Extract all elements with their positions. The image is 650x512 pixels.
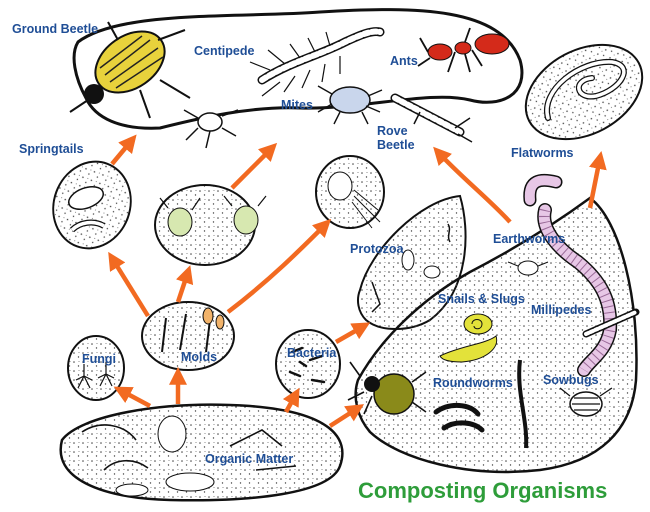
diagram-title: Composting Organisms (358, 478, 608, 503)
arrow-earthworm-to-rove (433, 146, 512, 224)
arrow-organic-to-bacteria (282, 387, 300, 414)
snail-icon (463, 313, 493, 335)
mite-icon (317, 85, 383, 125)
arrow-earthworm-to-flatworm (587, 150, 607, 209)
label-fungi: Fungi (82, 352, 117, 366)
top-consumers-boundary (72, 8, 524, 130)
protist-icon (154, 184, 267, 266)
label-flatworms: Flatworms (511, 146, 574, 160)
soil-zone-boundary (354, 196, 638, 474)
arrow-bacteria-to-protozoa (334, 322, 371, 344)
bacteria-icon (275, 329, 341, 399)
mite-small-icon (507, 260, 549, 276)
label-molds: Molds (181, 350, 218, 364)
arrow-molds-to-springtails (108, 251, 150, 318)
label-roundworms: Roundworms (433, 376, 513, 390)
beetle-icon (183, 109, 239, 149)
centipede-icon (249, 27, 385, 97)
mold-icon (141, 301, 235, 371)
label-snails-slugs: Snails & Slugs (438, 292, 525, 306)
label-mites: Mites (281, 98, 313, 112)
ant-icon (417, 27, 510, 73)
sowbug-icon (559, 387, 613, 417)
arrow-protist-to-mites (230, 142, 278, 190)
fungi-icon (67, 335, 125, 401)
protozoa-predator-icon (315, 155, 385, 229)
rove-beetle-icon (390, 93, 473, 143)
arrow-organic-to-fungi (113, 386, 152, 408)
arrow-molds-to-protozoa-pred (226, 218, 332, 314)
ground-beetle-icon (69, 21, 191, 119)
label-ground-beetle: Ground Beetle (12, 22, 99, 36)
arrow-springtails-to-beetle (110, 134, 137, 166)
energy-flow-arrows (108, 134, 607, 428)
label-organic-matter: Organic Matter (205, 452, 294, 466)
slug-icon (439, 335, 498, 363)
label-protozoa: Protozoa (350, 242, 404, 256)
organic-matter-icon (59, 403, 344, 502)
label-springtails: Springtails (19, 142, 84, 156)
label-sowbugs: Sowbugs (543, 373, 599, 387)
arrow-organic-to-soil (328, 404, 365, 428)
label-rove-beetle: Rove Beetle (377, 124, 415, 152)
spider-icon (347, 361, 427, 415)
label-earthworms: Earthworms (493, 232, 566, 246)
earthworm-icon (523, 173, 618, 377)
arrow-molds-to-protist (175, 265, 194, 303)
label-millipedes: Millipedes (531, 303, 592, 317)
label-centipede: Centipede (194, 44, 255, 58)
label-ants: Ants (390, 54, 418, 68)
label-bacteria: Bacteria (287, 346, 337, 360)
millipede-icon (582, 308, 640, 338)
flatworm-icon (524, 43, 644, 141)
springtail-icon (52, 160, 132, 250)
roundworm-icon (433, 359, 529, 449)
